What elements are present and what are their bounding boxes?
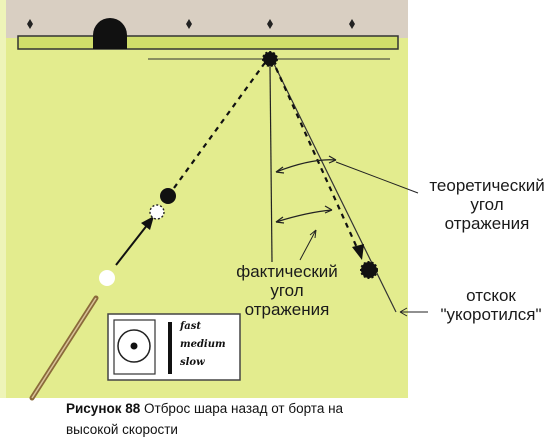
final-ball: [360, 261, 378, 279]
leader-actual: [299, 229, 317, 261]
rail-diamonds: [27, 19, 355, 29]
normal-line: [269, 65, 273, 263]
actual-angle-arc: [275, 209, 333, 223]
rebound-label: отскок "укоротился": [440, 286, 542, 324]
actual-arrowhead: [352, 244, 364, 260]
pocket: [93, 18, 127, 49]
approach-path: [115, 223, 149, 266]
speed-bar: [168, 322, 172, 374]
approach-arrowhead: [141, 216, 154, 230]
figure-caption: Рисунок 88 Отброс шара назад от борта на…: [66, 398, 526, 440]
legend-slow: slow: [180, 357, 205, 368]
caption-line2: высокой скорости: [66, 422, 178, 437]
cue-ball-icon: [117, 329, 151, 363]
theoretical-angle-label: теоретический угол отражения: [429, 176, 545, 233]
theoretical-angle-arc: [275, 159, 337, 173]
cue-ball: [99, 270, 115, 286]
leader-theoretical: [335, 161, 419, 194]
ghost-ball: [149, 204, 165, 220]
object-ball: [160, 188, 176, 204]
legend-fast: fast: [180, 321, 202, 332]
figure-number: Рисунок 88: [66, 401, 141, 416]
actual-angle-label: фактический угол отражения: [236, 262, 338, 319]
rail-top: [0, 0, 408, 38]
cushion: [17, 35, 399, 50]
actual-rebound: [274, 67, 360, 251]
contact-ball: [262, 51, 278, 67]
legend-medium: medium: [180, 339, 226, 350]
caption-line1: Отброс шара назад от борта на: [144, 401, 344, 416]
